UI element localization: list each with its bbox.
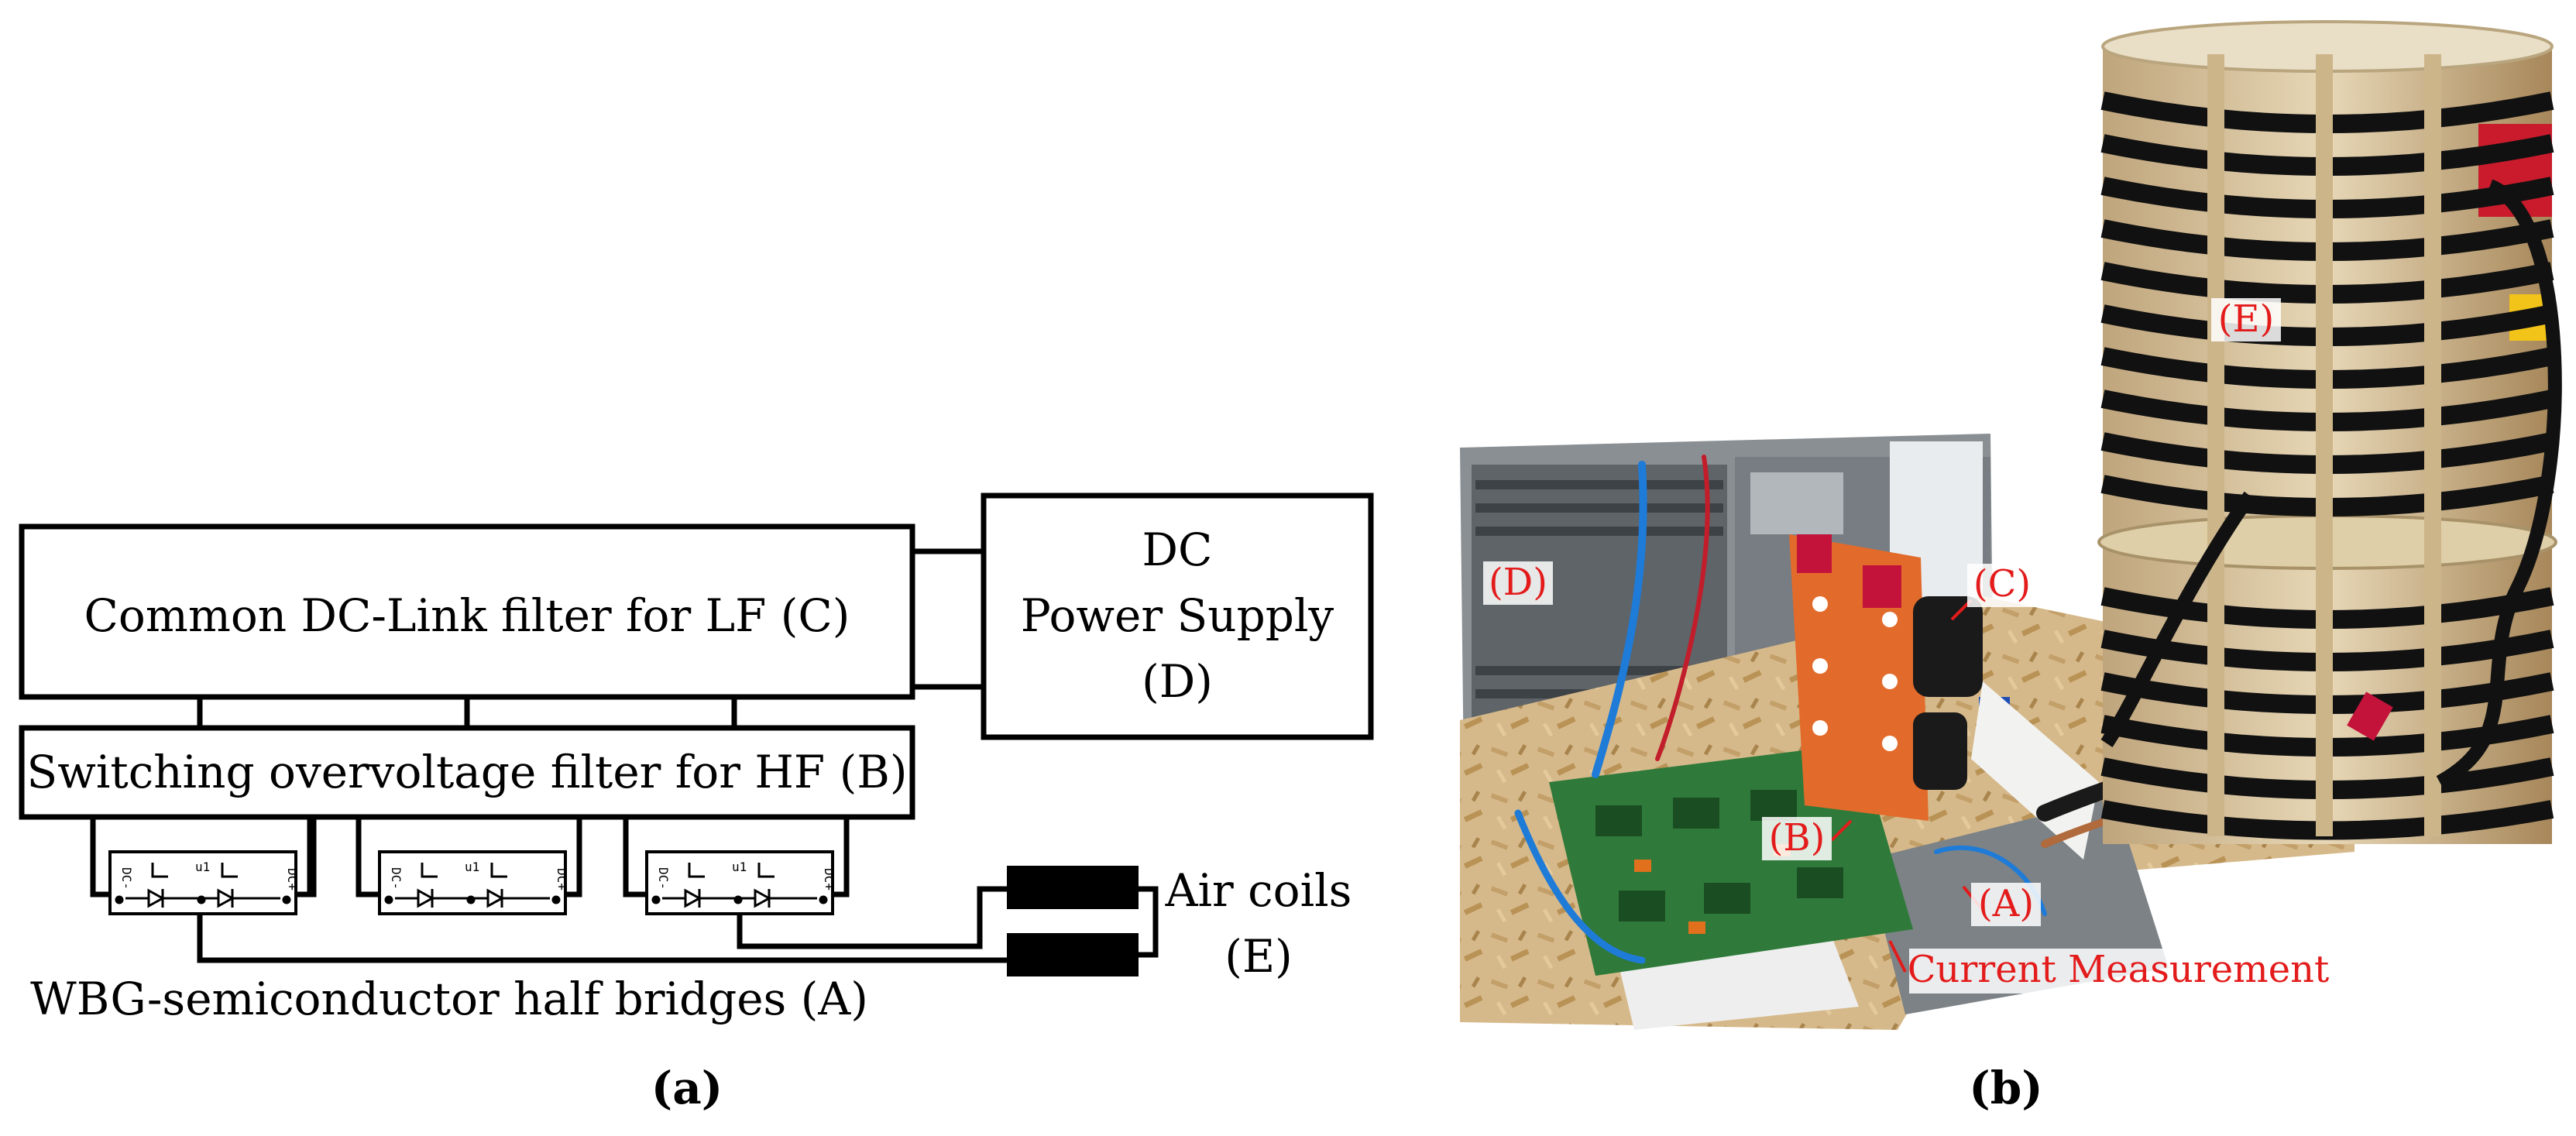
switching-filter-box xyxy=(19,725,915,820)
half-bridges-label: WBG-semiconductor half bridges (A) xyxy=(30,973,868,1025)
panel-b-caption: (b) xyxy=(1969,1062,2042,1114)
label-e-text: (E) xyxy=(2218,297,2275,341)
hb1-tag-right: DC+ xyxy=(285,868,300,891)
switching-filter-label: Switching overvoltage filter for HF (B) xyxy=(26,746,907,798)
panel-a-caption: (a) xyxy=(651,1062,723,1114)
air-coil-2 xyxy=(1007,933,1139,976)
hb3-tag-right: DC+ xyxy=(822,868,836,891)
coil-wire-right xyxy=(1139,886,1159,958)
half-bridge-symbols xyxy=(115,863,828,908)
label-current-measurement: Current Measurement xyxy=(1908,948,2330,994)
label-b-text: (B) xyxy=(1769,816,1826,860)
coil-wire-top xyxy=(737,886,1007,949)
air-coils-label: Air coils xyxy=(1165,864,1352,917)
panel-b-photo xyxy=(1460,20,2562,1030)
hb3-tag-left: DC- xyxy=(656,867,671,890)
dc-link-filter-label: Common DC-Link filter for LF (C) xyxy=(84,589,850,642)
label-a: (A) xyxy=(1971,882,2041,926)
label-e: (E) xyxy=(2211,297,2281,341)
hb3-tag-mid: u1 xyxy=(732,860,747,874)
power-supply-line-1: DC xyxy=(1142,523,1213,576)
coil-wire-bottom xyxy=(197,914,1007,963)
label-d: (D) xyxy=(1483,561,1553,605)
hb-symbol-3 xyxy=(651,863,828,908)
hb-symbol-2 xyxy=(384,863,561,908)
hb-symbol-1 xyxy=(115,863,291,908)
power-supply-box xyxy=(981,492,1374,740)
label-d-text: (D) xyxy=(1489,561,1547,604)
label-a-text: (A) xyxy=(1978,882,2034,925)
air-coil-1 xyxy=(1007,866,1139,909)
dc-link-capacitor-bank xyxy=(1789,534,1929,821)
label-c: (C) xyxy=(1967,562,2037,607)
hb2-tag-right: DC+ xyxy=(555,868,569,891)
dc-link-filter-box xyxy=(19,523,915,700)
label-current-text: Current Measurement xyxy=(1908,948,2330,991)
air-coil-cylinder xyxy=(2097,20,2562,844)
hb1-tag-left: DC- xyxy=(119,867,134,890)
hb1-tag-mid: u1 xyxy=(195,860,210,874)
label-b: (B) xyxy=(1762,816,1832,860)
hb2-tag-mid: u1 xyxy=(465,860,479,874)
power-supply-line-2: Power Supply xyxy=(1021,589,1334,642)
hb2-tag-left: DC- xyxy=(389,867,404,890)
air-coils-tag: (E) xyxy=(1224,930,1293,983)
label-c-text: (C) xyxy=(1973,562,2031,606)
power-supply-line-3: (D) xyxy=(1142,655,1213,708)
